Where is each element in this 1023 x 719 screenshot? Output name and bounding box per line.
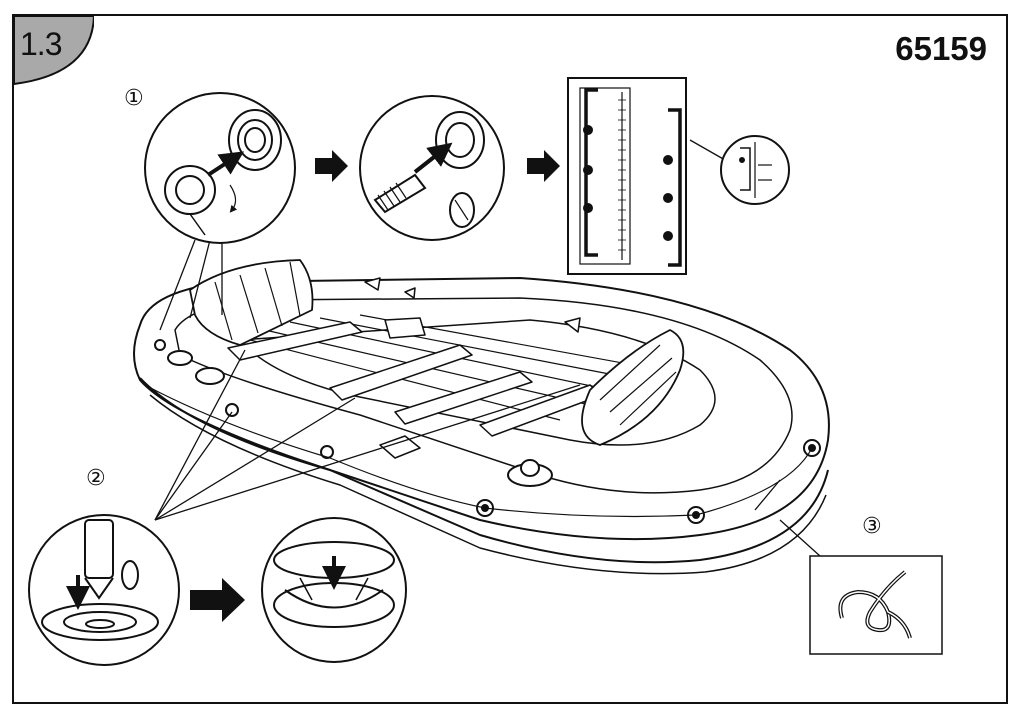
arrow-right-icon <box>190 150 560 622</box>
step-marker-3: ③ <box>862 514 882 539</box>
step-marker-1: ① <box>124 86 144 111</box>
step-marker-2: ② <box>86 466 106 491</box>
step-tab <box>12 14 94 86</box>
pressure-gauge-icon <box>567 77 687 275</box>
model-number: 65159 <box>895 30 987 67</box>
valve-cap-icon <box>144 92 296 244</box>
gauge-scale-icon <box>720 135 790 205</box>
push-valve-icon <box>28 514 180 666</box>
rope-knot-icon <box>809 555 943 655</box>
valve-closed-icon <box>261 517 407 663</box>
step-number: 1.3 <box>20 26 62 62</box>
inflatable-boat-icon <box>133 259 830 575</box>
pump-hose-icon <box>359 95 505 241</box>
